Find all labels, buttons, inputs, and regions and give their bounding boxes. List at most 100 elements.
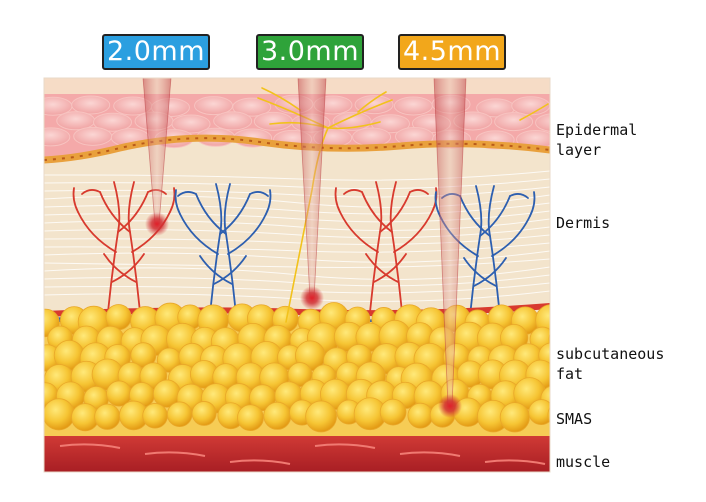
epidermal-cell <box>93 112 133 132</box>
depth-tag-2mm: 2.0mm <box>102 34 210 70</box>
nerve-fiber <box>327 121 381 130</box>
label-epidermal-layer: Epidermal layer <box>556 121 638 159</box>
fat-cell <box>379 398 407 426</box>
muscle-fiber <box>59 443 121 449</box>
label-muscle: muscle <box>556 453 611 471</box>
epidermal-cell <box>354 95 394 115</box>
vein-branch <box>459 195 491 237</box>
collagen-fiber <box>44 194 550 208</box>
artery-branch <box>72 187 79 213</box>
fat-cell <box>547 406 550 424</box>
collagen-fiber <box>44 282 550 294</box>
vein-branch <box>473 257 507 287</box>
vein-branch <box>529 191 536 217</box>
vein-branch <box>177 191 197 197</box>
artery-branch <box>99 191 131 233</box>
collagen-fiber <box>44 258 550 268</box>
artery-branch <box>361 191 393 233</box>
depth-tag-3mm: 3.0mm <box>256 34 364 70</box>
artery-branch <box>111 253 145 283</box>
artery-branch <box>77 211 117 253</box>
vein-branch <box>199 255 233 285</box>
collagen-fiber <box>44 226 550 239</box>
epidermal-cell <box>171 114 211 134</box>
ultrasound-beams <box>142 78 467 418</box>
vein-branch <box>479 195 511 237</box>
collagen-fiber <box>44 210 550 223</box>
vein-branch <box>179 213 219 255</box>
epidermal-cell <box>535 113 550 132</box>
epidermis-top <box>44 78 550 94</box>
fat-cell <box>499 402 530 433</box>
collagen-fiber <box>44 218 550 231</box>
collagen-fiber <box>44 234 550 245</box>
artery-branch <box>169 187 176 213</box>
fat-cell <box>305 400 337 433</box>
epidermal-cell <box>71 95 111 115</box>
muscle-fiber <box>399 451 461 457</box>
epidermal-cell <box>44 127 71 147</box>
vein-branch <box>265 189 272 215</box>
muscle-fibers <box>59 443 546 465</box>
artery-branch <box>409 189 429 195</box>
vein-branch <box>491 215 531 257</box>
muscle-fiber <box>484 459 546 465</box>
artery-branch <box>81 189 101 195</box>
dermis-fibers <box>44 170 550 302</box>
collagen-fiber <box>44 274 550 287</box>
artery-branch <box>365 253 399 283</box>
muscle-fiber <box>229 459 291 465</box>
muscle-fiber <box>314 443 376 449</box>
epidermal-cell <box>352 127 392 147</box>
fat-cell <box>44 398 75 431</box>
nerve-fiber <box>519 103 549 121</box>
artery-branch <box>117 191 149 233</box>
focal-point <box>438 394 462 418</box>
artery-branch <box>373 253 407 283</box>
depth-tag-4-5mm: 4.5mm <box>398 34 506 70</box>
collagen-fiber <box>44 178 550 190</box>
collagen-fiber <box>44 170 550 181</box>
artery-branch <box>379 191 411 233</box>
nerve-fiber <box>327 99 393 129</box>
label-subcutaneous-fat: subcutaneous fat <box>556 345 665 383</box>
vein-branch <box>195 193 227 235</box>
fat-cell <box>237 404 264 432</box>
fat-cell <box>407 402 434 429</box>
focal-point <box>300 286 324 310</box>
collagen-fiber <box>44 290 550 302</box>
vein-branch <box>434 191 441 217</box>
nerve-fiber <box>357 91 387 113</box>
fat-cell <box>191 401 217 426</box>
epidermal-cell <box>73 126 113 146</box>
label-smas: SMAS <box>556 410 593 428</box>
focal-point <box>145 212 169 236</box>
artery-branch <box>343 189 363 195</box>
vein-branch <box>227 213 267 255</box>
muscle-fiber <box>144 451 206 457</box>
collagen-fiber <box>44 266 550 280</box>
epidermal-cell <box>213 111 253 131</box>
muscle-layer <box>44 436 550 472</box>
vein-branch <box>509 193 529 199</box>
epidermal-cell <box>232 97 272 117</box>
fat-cell <box>528 399 550 426</box>
collagen-fiber <box>44 250 550 263</box>
fat-cell <box>263 401 292 430</box>
nerve-fiber <box>261 87 301 111</box>
vein-branch <box>463 257 497 287</box>
epidermal-cell <box>393 96 433 116</box>
vein-branch <box>174 189 181 215</box>
fat-cell <box>166 401 193 428</box>
label-dermis: Dermis <box>556 214 611 232</box>
artery-branch <box>334 187 341 213</box>
artery-branch <box>103 253 137 283</box>
collagen-fiber <box>44 186 550 198</box>
fat-globules <box>44 302 550 433</box>
epidermal-cell <box>253 111 293 131</box>
artery-branch <box>339 211 379 253</box>
artery-branch <box>393 211 433 253</box>
fat-cell <box>94 403 121 430</box>
